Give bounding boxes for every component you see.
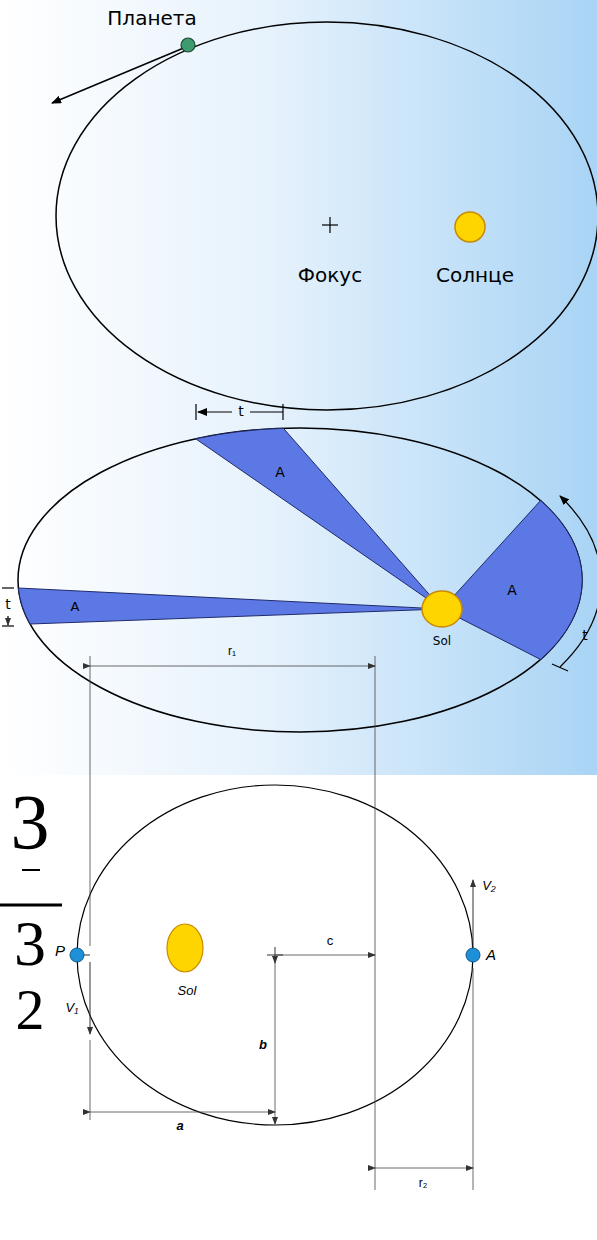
dimension-tick: [552, 664, 568, 671]
time-arrow: [7, 616, 8, 625]
dimension-line: [90, 666, 375, 667]
formula-dash: [22, 869, 40, 871]
orbit-ellipse: [18, 428, 582, 732]
dimension-label: b: [259, 1038, 267, 1053]
fraction-bar: [0, 904, 62, 907]
dimension-label: c: [327, 934, 334, 949]
perihelion-dot: [70, 948, 84, 962]
sun-label: Sol: [433, 635, 451, 649]
white-ground: [0, 775, 597, 1240]
area-label: A: [71, 600, 80, 615]
sun-circle: [167, 924, 203, 972]
time-label: t: [5, 596, 11, 612]
area-sector: [196, 428, 442, 609]
extension-line: [375, 656, 376, 1190]
dimension-tick: [195, 404, 196, 420]
time-label: t: [238, 403, 244, 419]
focus-cross: [329, 217, 330, 233]
dimension-tick: [2, 625, 14, 626]
orbit-ellipse: [77, 785, 473, 1125]
aphelion-dot: [466, 948, 480, 962]
area-label: A: [275, 464, 285, 480]
sun-circle: [422, 591, 462, 627]
time-arrow: [198, 411, 232, 412]
extension-line: [90, 656, 91, 946]
dimension-line: [90, 1112, 275, 1113]
formula-digit: 3: [14, 907, 46, 981]
dimension-line: [276, 955, 375, 956]
area-sector: [442, 501, 582, 660]
focus-label: Фокус: [298, 264, 362, 287]
center-cross: [275, 947, 276, 963]
time-arrow: [560, 496, 597, 667]
orbit-ellipse: [56, 22, 597, 410]
dimension-tick: [2, 587, 14, 588]
time-label: t: [582, 627, 588, 643]
planet-label: Планета: [107, 7, 196, 30]
formula-digit: 2: [16, 977, 45, 1044]
velocity-label: V₁: [66, 1001, 79, 1016]
gradient-ground: [0, 0, 597, 775]
time-arrow: [250, 411, 283, 412]
dimension-label: r₁: [228, 645, 236, 659]
area-label: A: [507, 582, 517, 598]
dimension-line: [275, 963, 276, 1124]
planet-dot: [181, 38, 195, 52]
extension-line: [90, 1040, 91, 1120]
dimension-label: a: [176, 1119, 183, 1134]
extension-line: [473, 968, 474, 1190]
velocity-arrow: [52, 47, 186, 103]
sun-label: Sol: [178, 984, 197, 999]
point-label: P: [55, 942, 65, 959]
velocity-arrow: [90, 962, 91, 1034]
dimension-line: [375, 1168, 473, 1169]
formula-digit: 3: [11, 777, 50, 867]
point-label: A: [486, 946, 496, 963]
velocity-arrow: [473, 880, 474, 948]
area-sector: [18, 588, 442, 624]
sun-circle: [455, 212, 485, 242]
sun-label: Солнце: [436, 264, 514, 287]
velocity-label: V₂: [482, 879, 496, 894]
dimension-label: r₂: [419, 1177, 428, 1191]
